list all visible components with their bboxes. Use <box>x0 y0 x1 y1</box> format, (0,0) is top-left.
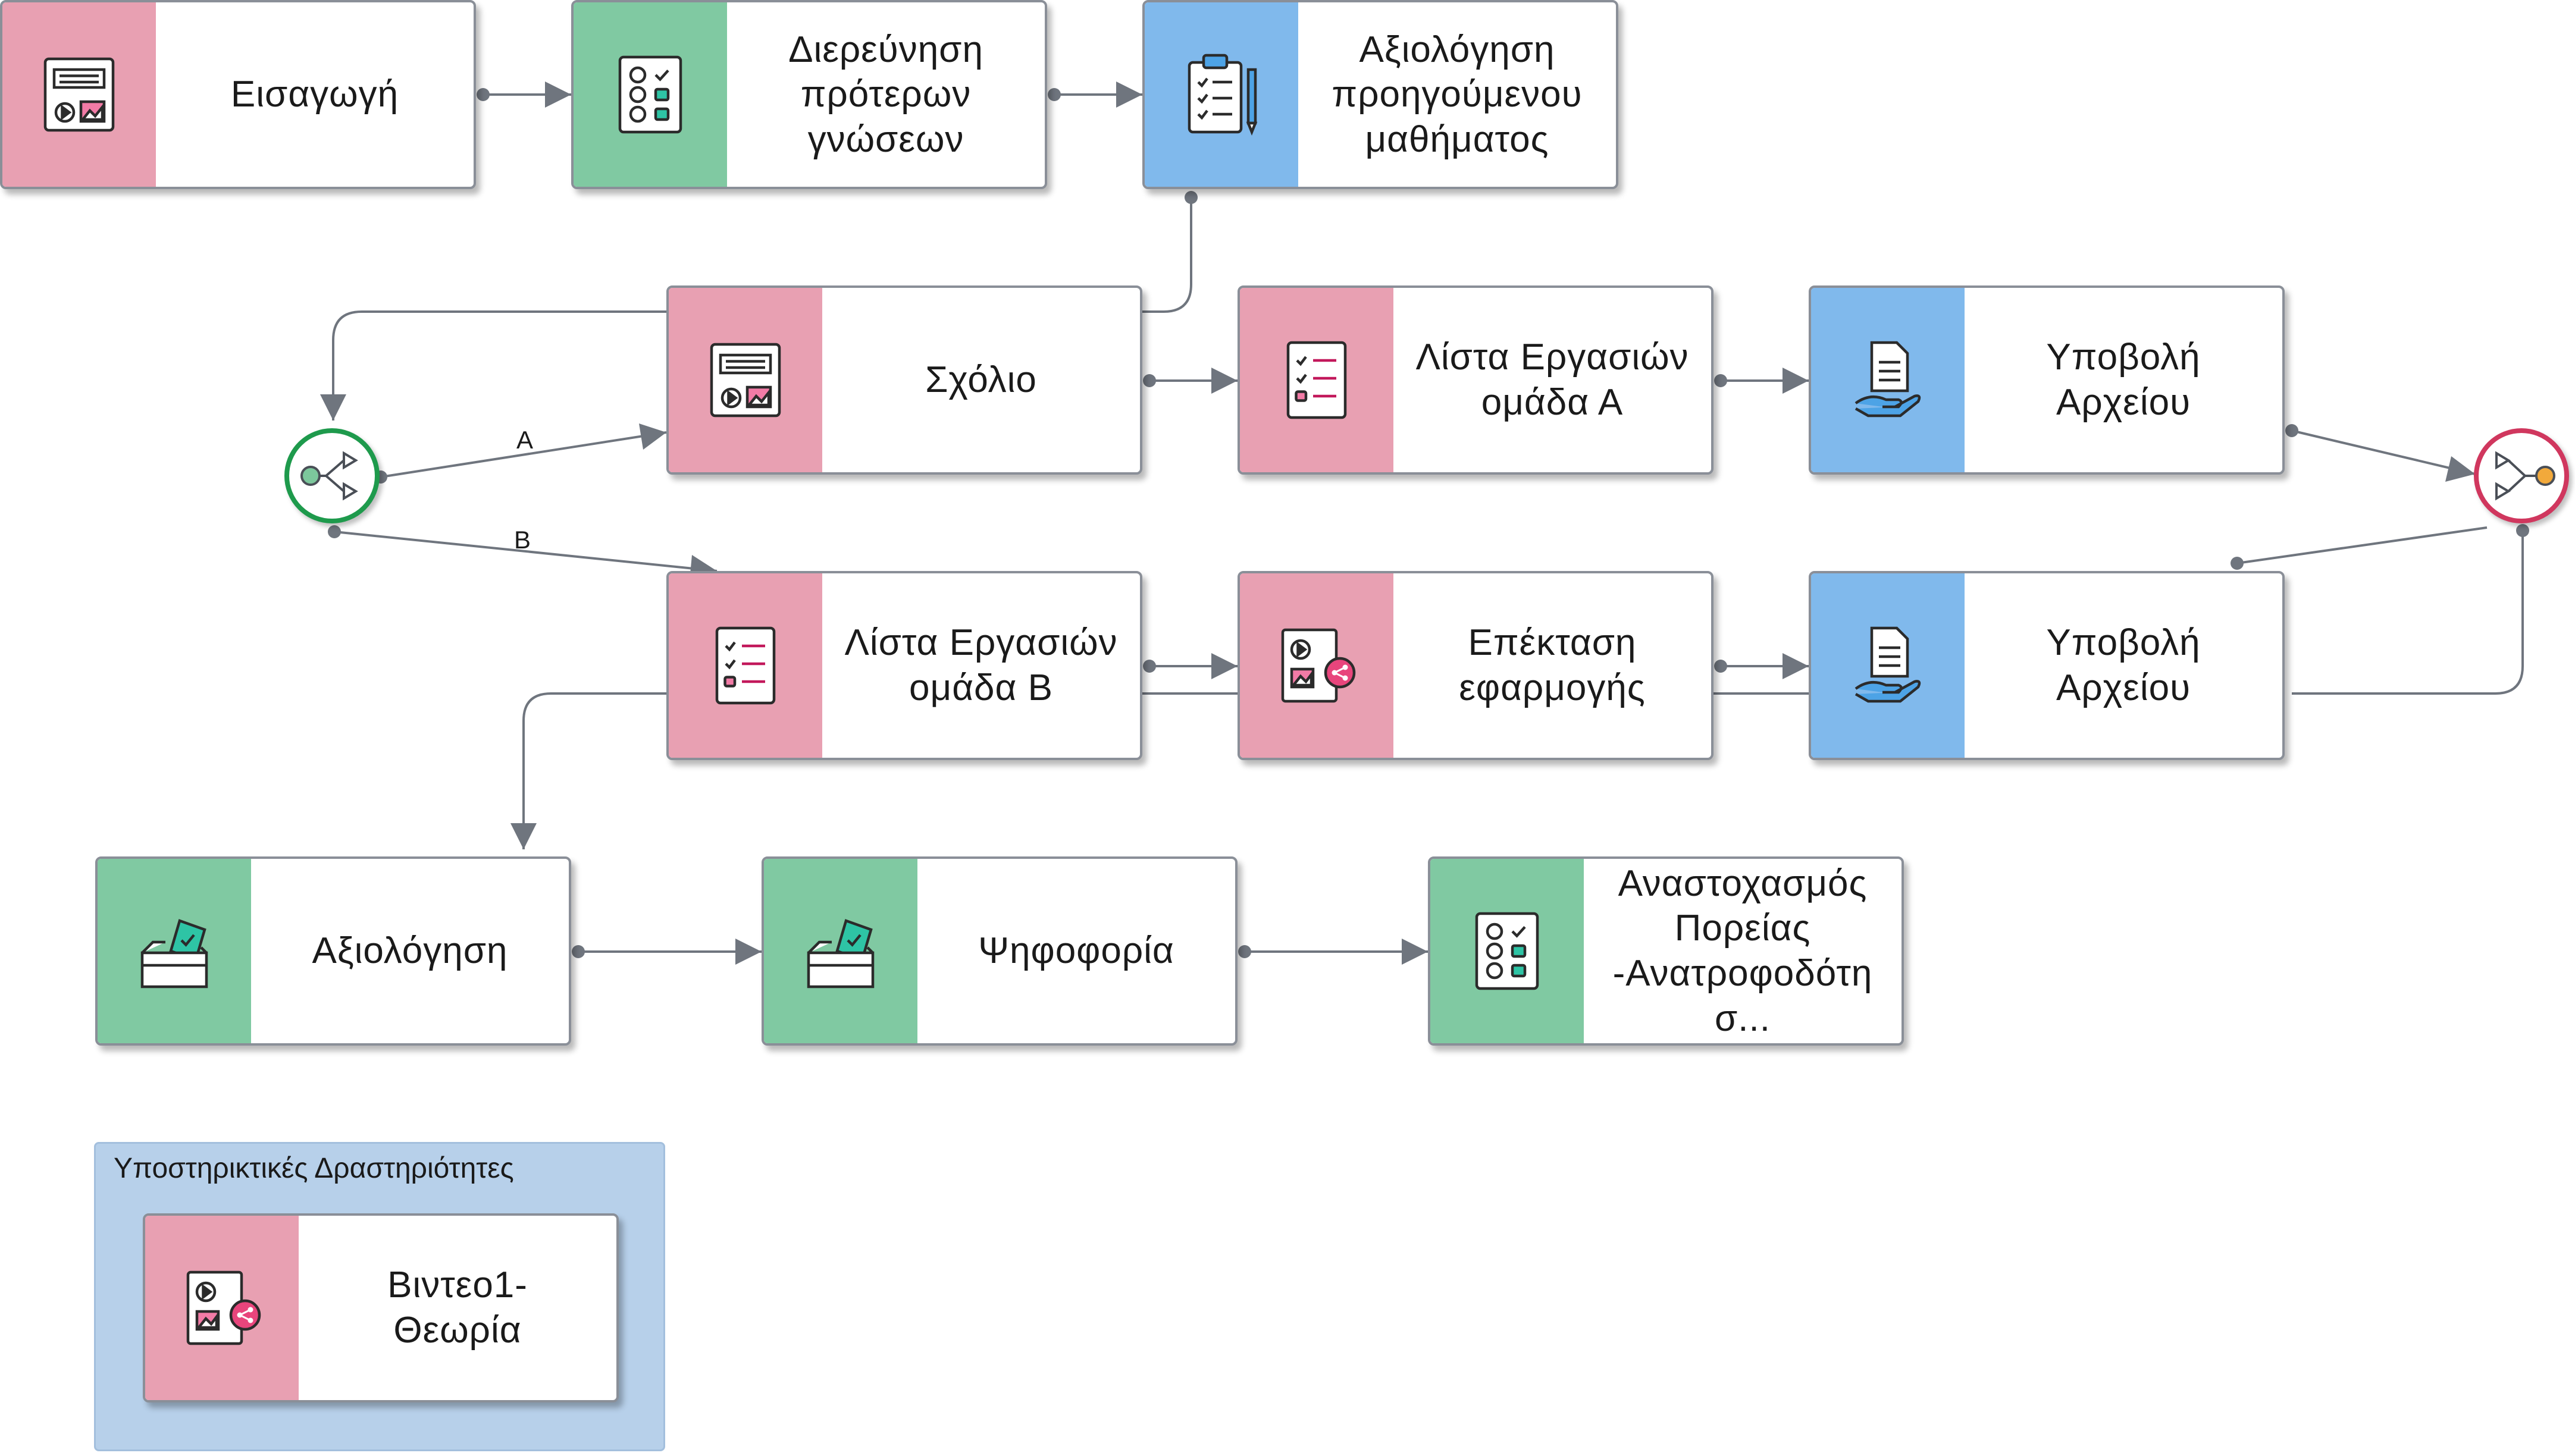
activity-voting[interactable]: Ψηφοφορία <box>762 856 1238 1046</box>
activity-extension[interactable]: Επέκταση εφαρμογής <box>1238 571 1713 760</box>
activity-tasks-a[interactable]: Λίστα Εργασιών ομάδα Α <box>1238 285 1713 475</box>
port-dot <box>328 525 341 538</box>
activity-assessment[interactable]: Αξιολόγηση <box>95 856 571 1046</box>
port-dot <box>1238 945 1251 958</box>
arrowhead <box>735 939 762 965</box>
branch-label-a: A <box>516 426 534 454</box>
ballot-box-icon <box>764 859 917 1043</box>
node-label: Αναστοχασμός Πορείας -Ανατροφοδότη σ... <box>1612 862 1873 1039</box>
arrowhead <box>545 81 571 108</box>
presentation-icon <box>2 2 156 187</box>
merge-gateway[interactable] <box>2474 428 2569 523</box>
arrowhead <box>2445 456 2475 482</box>
arrowhead <box>639 423 666 450</box>
port-dot <box>1048 88 1061 101</box>
arrowhead <box>1783 653 1809 679</box>
activity-video-theory[interactable]: Βιντεο1- Θεωρία <box>143 1213 619 1402</box>
connector-upload-a-merge <box>2291 429 2476 475</box>
split-gateway[interactable] <box>284 428 380 523</box>
ballot-box-icon <box>98 859 251 1043</box>
split-icon <box>300 451 358 501</box>
arrowhead <box>1211 653 1238 679</box>
arrowhead <box>320 394 346 421</box>
node-label: Υποβολή Αρχείου <box>2046 337 2201 423</box>
activity-comment[interactable]: Σχόλιο <box>666 285 1142 475</box>
presentation-icon <box>669 288 822 472</box>
connector-branch-b <box>334 531 718 572</box>
port-dot <box>2516 524 2529 537</box>
arrowhead <box>1402 939 1428 965</box>
activity-prev-lesson-eval[interactable]: Αξιολόγηση προηγούμενου μαθήματος <box>1142 0 1618 189</box>
connector-eval-split <box>821 197 1192 313</box>
activity-reflection[interactable]: Αναστοχασμός Πορείας -Ανατροφοδότη σ... <box>1428 856 1904 1046</box>
arrowhead <box>1211 368 1238 394</box>
activity-upload-a[interactable]: Υποβολή Αρχείου <box>1809 285 2285 475</box>
checklist-icon <box>669 573 822 758</box>
node-label: Λίστα Εργασιών ομάδα Α <box>1415 337 1689 423</box>
hand-document-icon <box>1811 288 1965 472</box>
node-label: Σχόλιο <box>925 359 1037 401</box>
node-label: Ψηφοφορία <box>978 930 1174 972</box>
port-dot <box>2285 424 2298 437</box>
activity-tasks-b[interactable]: Λίστα Εργασιών ομάδα Β <box>666 571 1142 760</box>
survey-icon <box>574 2 727 187</box>
node-label: Εισαγωγή <box>230 74 399 115</box>
port-dot <box>1714 660 1727 673</box>
connector-loop-split <box>332 310 666 421</box>
activity-upload-b[interactable]: Υποβολή Αρχείου <box>1809 571 2285 760</box>
arrowhead <box>1783 368 1809 394</box>
node-label: Διερεύνηση πρότερων γνώσεων <box>788 29 983 160</box>
port-dot <box>1185 191 1198 204</box>
checklist-icon <box>1240 288 1393 472</box>
support-panel-title: Υποστηρικτικές Δραστηριότητες <box>114 1153 514 1184</box>
port-dot <box>1714 374 1727 387</box>
media-share-icon <box>1240 573 1393 758</box>
activity-prior-knowledge[interactable]: Διερεύνηση πρότερων γνώσεων <box>571 0 1047 189</box>
hand-document-icon <box>1811 573 1965 758</box>
arrowhead <box>510 823 537 849</box>
port-dot <box>1143 374 1156 387</box>
clipboard-checklist-icon <box>1145 2 1298 187</box>
node-label: Αξιολόγηση προηγούμενου μαθήματος <box>1332 29 1583 160</box>
node-label: Αξιολόγηση <box>312 930 508 972</box>
node-label: Υποβολή Αρχείου <box>2046 622 2201 708</box>
port-dot <box>477 88 490 101</box>
arrowhead <box>1116 81 1142 108</box>
connector-upload-b-merge <box>2292 531 2524 695</box>
connector-tasks-b-assessment <box>522 692 666 849</box>
branch-label-b: B <box>514 526 531 554</box>
port-dot <box>2231 557 2244 570</box>
connector-upload-b-top-merge <box>2236 526 2488 564</box>
node-label: Λίστα Εργασιών ομάδα Β <box>844 622 1118 708</box>
node-label: Βιντεο1- Θεωρία <box>387 1264 528 1351</box>
merge-icon <box>2495 451 2555 501</box>
port-dot <box>1143 660 1156 673</box>
activity-intro[interactable]: Εισαγωγή <box>0 0 476 189</box>
connector-branch-a <box>380 431 667 478</box>
survey-icon <box>1430 859 1584 1043</box>
port-dot <box>572 945 585 958</box>
media-share-icon <box>145 1216 299 1400</box>
node-label: Επέκταση εφαρμογής <box>1459 622 1646 708</box>
